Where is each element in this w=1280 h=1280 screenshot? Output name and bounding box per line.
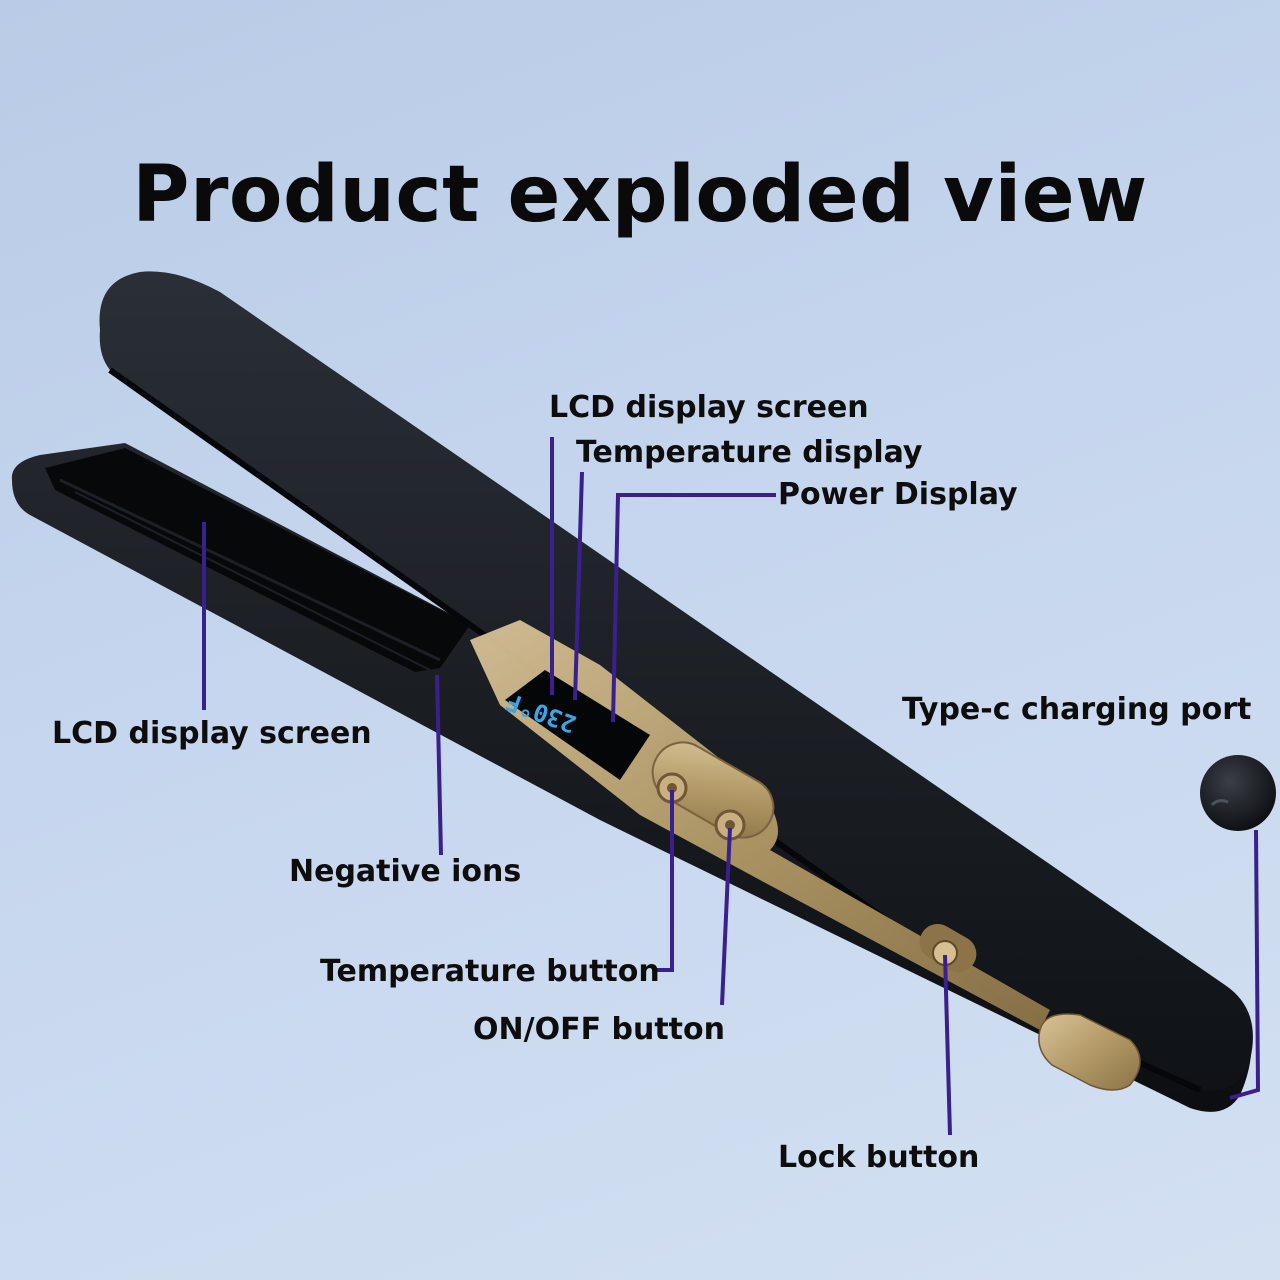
callout-power-display: Power Display bbox=[778, 477, 1018, 512]
type-c-port-icon bbox=[1200, 755, 1276, 831]
on-off-button[interactable] bbox=[714, 809, 746, 841]
temperature-button[interactable] bbox=[656, 772, 688, 804]
callout-typec: Type-c charging port bbox=[902, 692, 1252, 727]
leader-temp-display bbox=[573, 471, 584, 701]
callout-lcd-top: LCD display screen bbox=[549, 390, 869, 425]
leader-neg-ions bbox=[435, 674, 443, 856]
page-title: Product exploded view bbox=[132, 150, 1148, 240]
leader-power-display bbox=[611, 493, 776, 723]
leader-typec bbox=[1229, 829, 1261, 1100]
callout-lock-button: Lock button bbox=[778, 1140, 980, 1175]
callout-lcd-left: LCD display screen bbox=[52, 716, 372, 751]
callout-temp-display: Temperature display bbox=[576, 435, 923, 470]
callout-neg-ions: Negative ions bbox=[289, 854, 522, 889]
leader-temp-button bbox=[655, 790, 674, 972]
leader-lock-button bbox=[943, 954, 952, 1136]
leader-lines bbox=[202, 437, 1261, 1136]
callout-temp-button: Temperature button bbox=[320, 954, 660, 989]
leader-onoff-button bbox=[720, 827, 732, 1006]
hinge-cap bbox=[1038, 1013, 1141, 1091]
callout-onoff-button: ON/OFF button bbox=[473, 1012, 725, 1047]
button-pill bbox=[651, 741, 775, 839]
